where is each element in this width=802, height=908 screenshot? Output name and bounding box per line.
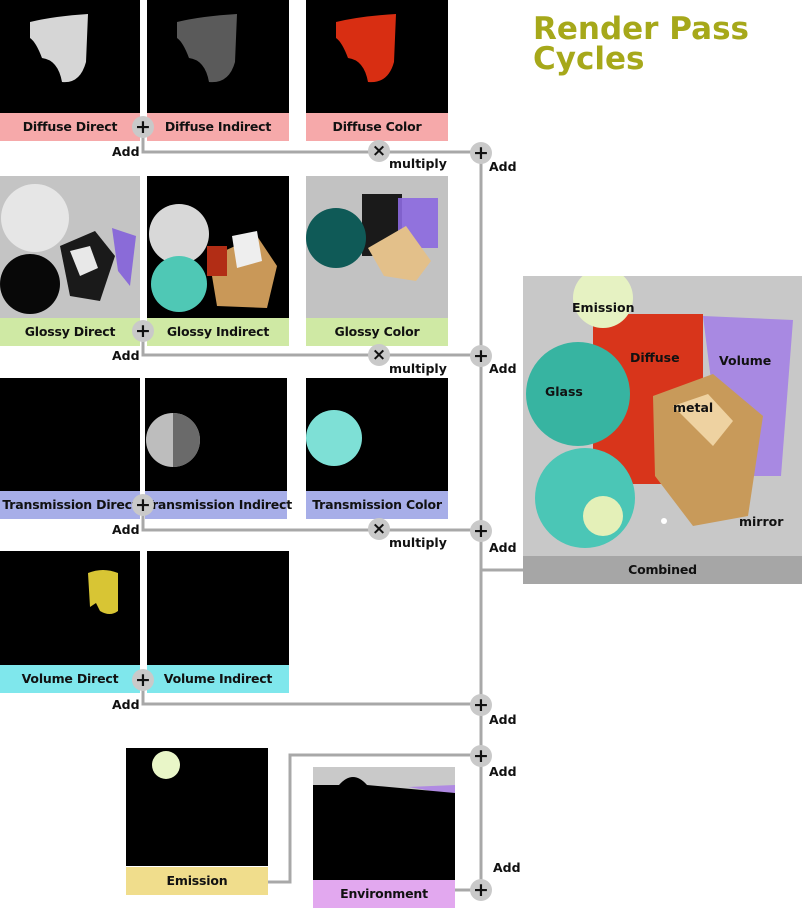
combined-image: Emission Diffuse Volume Glass metal mirr… (523, 276, 802, 556)
glossy-color-label: Glossy Color (306, 318, 448, 346)
combined-label-mirror: mirror (739, 514, 784, 529)
volume-direct-image (0, 551, 140, 665)
bus-add-label-6: Add (493, 860, 521, 875)
bus-add-label-1: Add (489, 159, 517, 174)
multiply-label-glossy: multiply (389, 361, 447, 376)
transmission-direct-image (0, 378, 140, 491)
multiply-label-transmission: multiply (389, 535, 447, 550)
glossy-indirect-image (147, 176, 289, 318)
diffuse-indirect-image (147, 0, 289, 113)
volume-indirect-label: Volume Indirect (147, 665, 289, 693)
add-node-diffuse: + (132, 116, 154, 138)
pass-transmission-direct: Transmission Direct (0, 378, 140, 519)
bus-add-node-4: + (470, 694, 492, 716)
bus-add-label-5: Add (489, 764, 517, 779)
bus-add-node-2: + (470, 345, 492, 367)
pass-glossy-indirect: Glossy Indirect (147, 176, 289, 346)
combined-label: Combined (523, 556, 802, 584)
pass-volume-indirect: Volume Indirect (147, 551, 289, 693)
transmission-indirect-label: Transmission Indirect (145, 491, 292, 519)
combined-label-metal: metal (673, 400, 714, 415)
add-label-transmission: Add (112, 522, 140, 537)
pass-diffuse-direct: Diffuse Direct (0, 0, 140, 141)
bus-add-label-4: Add (489, 712, 517, 727)
pass-volume-direct: Volume Direct (0, 551, 140, 693)
pass-diffuse-color: Diffuse Color (306, 0, 448, 141)
transmission-color-image (306, 378, 448, 491)
volume-indirect-image (147, 551, 289, 665)
pass-transmission-indirect: Transmission Indirect (145, 378, 292, 519)
multiply-node-transmission: × (368, 518, 390, 540)
glossy-color-image (306, 176, 448, 318)
diffuse-color-image (306, 0, 448, 113)
bus-add-label-2: Add (489, 361, 517, 376)
pass-emission: Emission (126, 748, 268, 895)
environment-label: Environment (313, 880, 455, 908)
combined-label-emission: Emission (572, 300, 635, 315)
multiply-node-glossy: × (368, 344, 390, 366)
pass-diffuse-indirect: Diffuse Indirect (147, 0, 289, 141)
add-node-transmission: + (132, 494, 154, 516)
emission-label: Emission (126, 867, 268, 895)
diffuse-indirect-label: Diffuse Indirect (147, 113, 289, 141)
pass-glossy-color: Glossy Color (306, 176, 448, 346)
transmission-indirect-image (145, 378, 287, 491)
combined-label-volume: Volume (719, 353, 772, 368)
diagram-title: Render Pass Cycles (533, 11, 749, 77)
volume-direct-label: Volume Direct (0, 665, 140, 693)
glossy-indirect-label: Glossy Indirect (147, 318, 289, 346)
pass-transmission-color: Transmission Color (306, 378, 448, 519)
bus-add-label-3: Add (489, 540, 517, 555)
bus-add-node-3: + (470, 520, 492, 542)
title-line-2: Cycles (533, 41, 645, 77)
glossy-direct-image (0, 176, 140, 318)
pass-glossy-direct: Glossy Direct (0, 176, 140, 346)
bus-add-node-5: + (470, 745, 492, 767)
bus-add-node-6: + (470, 879, 492, 901)
multiply-label-diffuse: multiply (389, 156, 447, 171)
add-label-volume: Add (112, 697, 140, 712)
glossy-direct-label: Glossy Direct (0, 318, 140, 346)
combined-label-glass: Glass (545, 384, 583, 399)
wire-emission (268, 753, 480, 884)
add-node-volume: + (132, 669, 154, 691)
add-label-diffuse: Add (112, 144, 140, 159)
transmission-color-label: Transmission Color (306, 491, 448, 519)
transmission-direct-label: Transmission Direct (0, 491, 140, 519)
pass-combined: Emission Diffuse Volume Glass metal mirr… (523, 276, 802, 584)
combined-label-diffuse: Diffuse (630, 350, 680, 365)
diffuse-direct-image (0, 0, 140, 113)
pass-environment: Environment (313, 767, 455, 908)
bus-add-node-1: + (470, 142, 492, 164)
multiply-node-diffuse: × (368, 140, 390, 162)
environment-image (313, 767, 455, 880)
add-node-glossy: + (132, 320, 154, 342)
add-label-glossy: Add (112, 348, 140, 363)
diffuse-direct-label: Diffuse Direct (0, 113, 140, 141)
emission-image (126, 748, 268, 866)
diffuse-color-label: Diffuse Color (306, 113, 448, 141)
title-line-1: Render Pass (533, 11, 749, 47)
